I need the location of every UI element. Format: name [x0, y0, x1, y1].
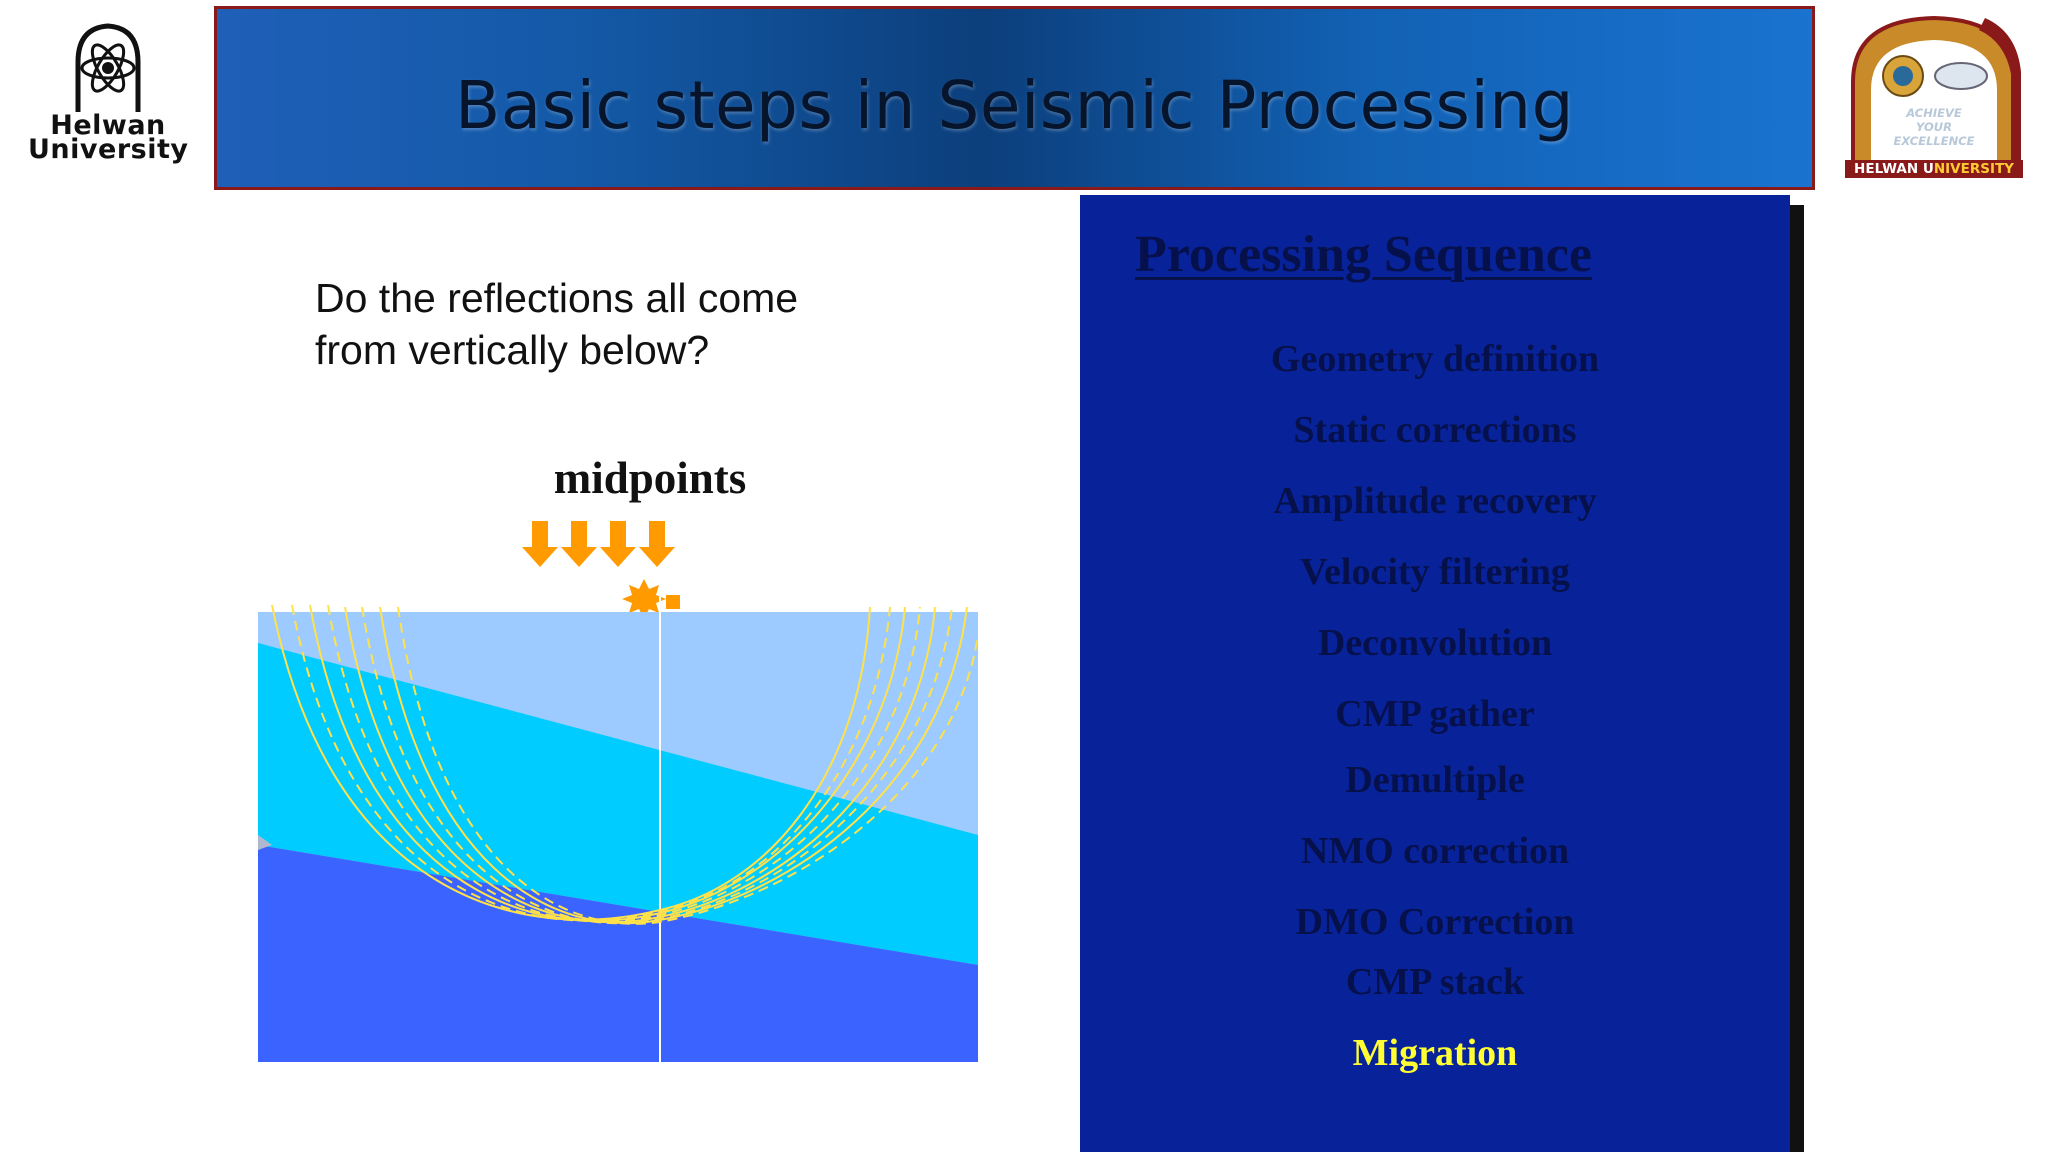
- helwan-university-logo: Helwan University: [28, 22, 188, 172]
- step-geometry-definition: Geometry definition: [1270, 338, 1600, 380]
- midpoint-arrows-icon: [522, 521, 675, 567]
- strip-text-a: HELWAN U: [1854, 161, 1934, 177]
- seismic-reflection-diagram: [258, 521, 979, 1062]
- strip-text-b: NIVERSITY: [1933, 161, 2014, 177]
- reflection-arcs: [271, 604, 979, 925]
- step-nmo-correction: NMO correction: [1300, 830, 1570, 872]
- step-deconvolution: Deconvolution: [1317, 622, 1553, 664]
- society-motto: ACHIEVE YOUR EXCELLENCE: [1879, 106, 1989, 148]
- motto-line-3: EXCELLENCE: [1893, 134, 1975, 148]
- step-static-corrections: Static corrections: [1293, 409, 1577, 451]
- step-migration: Migration: [1352, 1032, 1518, 1074]
- slide-title: Basic steps in Seismic Processing: [454, 67, 1575, 144]
- layer-middle: [258, 643, 978, 965]
- helwan-university-strip: HELWAN UNIVERSITY: [1845, 160, 2023, 178]
- step-cmp-gather: CMP gather: [1335, 693, 1535, 735]
- step-cmp-stack: CMP stack: [1345, 961, 1525, 1003]
- source-burst-icon: [622, 579, 680, 619]
- step-velocity-filtering: Velocity filtering: [1300, 551, 1570, 593]
- processing-sequence-panel: Processing Sequence Geometry definition …: [1080, 195, 1790, 1152]
- motto-line-2: YOUR: [1916, 120, 1952, 134]
- layer-edge: [258, 835, 272, 850]
- atom-emblem-icon: [75, 23, 141, 112]
- question-line-1: Do the reflections all come: [315, 275, 799, 321]
- logo-text-university: University: [28, 134, 189, 165]
- question-text: Do the reflections all come from vertica…: [315, 272, 955, 376]
- panel-shadow: [1790, 205, 1804, 1152]
- midpoints-label: midpoints: [553, 453, 747, 503]
- processing-sequence-heading: Processing Sequence: [1135, 226, 1592, 283]
- question-line-2: from vertically below?: [315, 327, 710, 373]
- title-banner: Basic steps in Seismic Processing: [214, 6, 1815, 190]
- step-amplitude-recovery: Amplitude recovery: [1273, 480, 1597, 522]
- step-demultiple: Demultiple: [1345, 759, 1525, 801]
- logo-text-helwan: Helwan: [50, 110, 166, 141]
- layer-bottom: [258, 845, 978, 1062]
- society-emblem-icon: [1851, 15, 2021, 162]
- society-logo: ACHIEVE YOUR EXCELLENCE HELWAN UNIVERSIT…: [1845, 12, 2023, 180]
- motto-line-1: ACHIEVE: [1906, 106, 1962, 120]
- step-dmo-correction: DMO Correction: [1295, 901, 1575, 943]
